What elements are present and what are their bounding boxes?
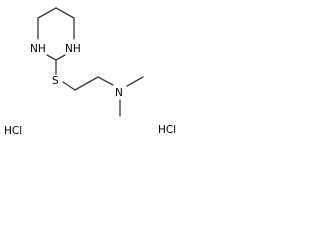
bond-ch2-nitrogen: [97, 76, 114, 86]
atom-nh-right: NH: [65, 43, 81, 55]
bond-ring-top-left: [37, 7, 57, 19]
structure-diagram: NH NH S N HCl HCl: [0, 0, 189, 162]
bond-ring-right-lower: [55, 54, 66, 61]
bond-ring-left-lower: [46, 54, 57, 61]
bond-ring-top-right: [55, 7, 75, 19]
molecule-structure: NH NH S N: [30, 7, 144, 117]
atom-nh-left: NH: [30, 43, 46, 55]
atom-nitrogen: N: [115, 87, 123, 99]
bond-nitrogen-methyl-up: [126, 76, 144, 87]
bond-sulfur-ch2: [62, 81, 76, 91]
salt-hcl-left: HCl: [4, 125, 23, 137]
atom-sulfur: S: [52, 75, 59, 87]
salt-hcl-right: HCl: [158, 124, 177, 136]
bond-ch2-ch2: [74, 76, 99, 91]
